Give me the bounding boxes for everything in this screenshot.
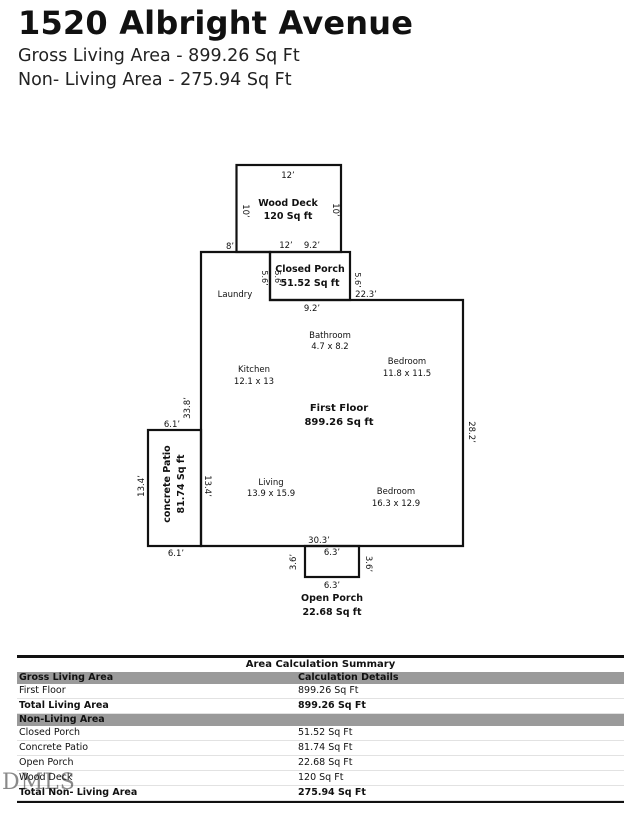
open-porch-top-dim: 6.3’ — [324, 548, 340, 558]
row-value: 275.94 Sq Ft — [298, 787, 366, 798]
mls-watermark: DMLS — [2, 770, 76, 795]
row-value: 51.52 Sq Ft — [298, 727, 353, 738]
property-title: 1520 Albright Avenue — [18, 4, 414, 42]
first-floor-area: 899.26 Sq ft — [304, 417, 373, 428]
gla-header-label: Gross Living Area — [19, 672, 114, 683]
dim-right: 28.2’ — [466, 421, 476, 443]
row-label: Open Porch — [19, 757, 74, 768]
wood-deck-left-dim: 10’ — [240, 204, 250, 218]
non-living-area-line: Non- Living Area - 275.94 Sq Ft — [18, 70, 292, 90]
room-kitchen-name: Kitchen — [238, 365, 270, 375]
row-label: First Floor — [19, 685, 66, 696]
open-porch-bottom-dim: 6.3’ — [324, 581, 340, 591]
total-non-living-row: Total Non- Living Area 275.94 Sq Ft — [17, 786, 624, 801]
nla-section-header: Non-Living Area — [17, 714, 624, 726]
table-row: First Floor 899.26 Sq Ft — [17, 684, 624, 699]
table-row: Wood Deck 120 Sq Ft — [17, 771, 624, 786]
concrete-patio-area: 81.74 Sq ft — [176, 454, 187, 513]
row-label: Total Living Area — [19, 700, 109, 711]
open-porch-outline — [303, 544, 361, 579]
row-value: 81.74 Sq Ft — [298, 742, 353, 753]
nla-header-label: Non-Living Area — [19, 714, 105, 725]
room-bedroom-1-size: 11.8 x 11.5 — [383, 369, 431, 379]
wood-deck-bottom-dim: 12’ — [279, 241, 293, 251]
room-bathroom-size: 4.7 x 8.2 — [311, 342, 348, 352]
wood-deck-right-dim: 10’ — [330, 203, 340, 217]
row-label: Wood Deck — [19, 772, 73, 783]
closed-porch-left-dim-outer: 5.6’ — [260, 270, 269, 285]
closed-porch-right-dim: 5.6’ — [353, 272, 362, 287]
row-value: 899.26 Sq Ft — [298, 700, 366, 711]
open-porch-name: Open Porch — [301, 593, 363, 604]
closed-porch-outline — [268, 250, 352, 302]
row-value: 120 Sq Ft — [298, 772, 344, 783]
wood-deck-name: Wood Deck — [258, 198, 318, 209]
closed-porch-top-dim: 9.2’ — [304, 241, 320, 251]
closed-porch-bottom-dim: 9.2’ — [304, 304, 320, 314]
room-bedroom-2-name: Bedroom — [377, 487, 415, 497]
summary-caption: Area Calculation Summary — [245, 659, 396, 670]
row-label: Total Non- Living Area — [19, 787, 138, 798]
room-living-size: 13.9 x 15.9 — [247, 489, 295, 499]
area-summary-table: Area Calculation Summary Gross Living Ar… — [17, 655, 624, 803]
total-living-row: Total Living Area 899.26 Sq Ft — [17, 699, 624, 714]
row-value: 899.26 Sq Ft — [298, 685, 359, 696]
open-porch-left-dim: 3.6’ — [289, 554, 299, 570]
closed-porch-name: Closed Porch — [275, 264, 345, 275]
concrete-patio-right-dim: 13.4’ — [202, 475, 212, 497]
closed-porch-area: 51.52 Sq ft — [281, 278, 340, 289]
gla-section-header: Gross Living Area Calculation Details — [17, 672, 624, 684]
summary-top-rule — [17, 655, 624, 658]
room-living-name: Living — [258, 478, 283, 488]
summary-bottom-rule — [17, 801, 624, 803]
room-bedroom-2-size: 16.3 x 12.9 — [372, 499, 420, 509]
table-row: Closed Porch 51.52 Sq Ft — [17, 726, 624, 741]
table-row: Open Porch 22.68 Sq Ft — [17, 756, 624, 771]
floor-plan: Wood Deck 120 Sq ft 12’ 10’ 10’ 12’ Clos… — [137, 163, 476, 618]
details-header-label: Calculation Details — [298, 672, 399, 683]
page-header: 1520 Albright Avenue Gross Living Area -… — [18, 2, 413, 92]
concrete-patio-name: concrete Patio — [162, 445, 173, 523]
concrete-patio-left-dim: 13.4’ — [137, 475, 147, 497]
room-bathroom-name: Bathroom — [309, 331, 351, 341]
room-laundry-name: Laundry — [218, 290, 253, 300]
concrete-patio-outline — [146, 428, 203, 548]
dim-top-right: 22.3’ — [355, 290, 377, 300]
concrete-patio-bottom-dim: 6.1’ — [168, 549, 184, 559]
room-kitchen-size: 12.1 x 13 — [234, 377, 274, 387]
gross-living-area-line: Gross Living Area - 899.26 Sq Ft — [18, 46, 300, 66]
table-row: Concrete Patio 81.74 Sq Ft — [17, 741, 624, 756]
open-porch-area: 22.68 Sq ft — [303, 607, 362, 618]
first-floor-name: First Floor — [310, 403, 368, 414]
wood-deck-area: 120 Sq ft — [264, 211, 313, 222]
row-value: 22.68 Sq Ft — [298, 757, 353, 768]
wood-deck-top-dim: 12’ — [281, 171, 295, 181]
room-bedroom-1-name: Bedroom — [388, 357, 426, 367]
closed-porch-left-dim: 5.6’ — [273, 270, 282, 285]
dim-top-left: 8’ — [226, 242, 234, 252]
row-label: Closed Porch — [19, 727, 81, 738]
row-label: Concrete Patio — [19, 742, 89, 753]
dim-left: 33.8’ — [183, 397, 193, 419]
dim-bottom: 30.3’ — [308, 536, 330, 546]
open-porch-right-dim: 3.6’ — [363, 556, 373, 572]
concrete-patio-top-dim: 6.1’ — [164, 420, 180, 430]
